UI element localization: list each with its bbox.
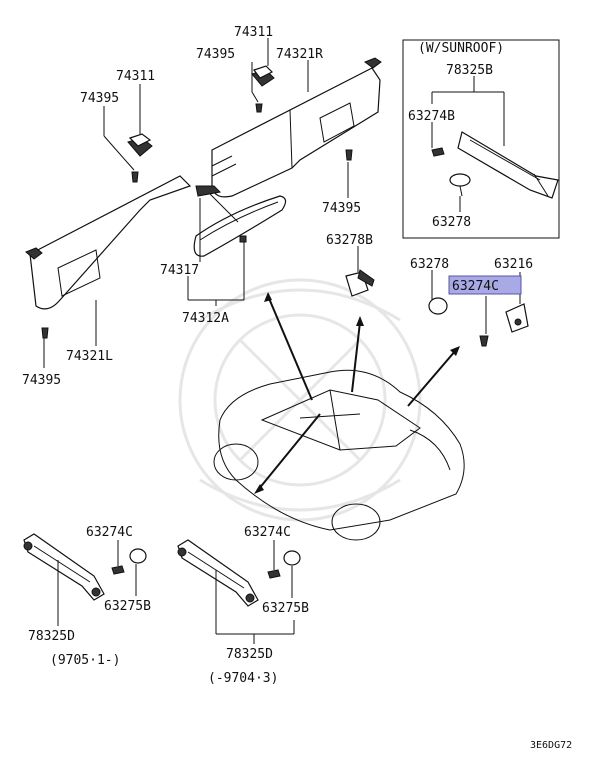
assist-grip-lower-left — [23, 533, 105, 601]
sun-visor-left — [25, 175, 192, 310]
label-74395-right: 74395 — [322, 201, 361, 216]
label-74395-bottom: 74395 — [22, 373, 61, 388]
screw-left-bottom — [41, 327, 49, 339]
label-63274b: 63274B — [408, 109, 455, 124]
label-63278: 63278 — [410, 257, 449, 272]
screw-upper — [255, 103, 263, 113]
screw-left-visor — [131, 171, 139, 183]
label-date-left: (9705·1-) — [50, 653, 120, 668]
cap-lower-right — [283, 550, 301, 566]
label-63274c-right: 63274C — [244, 525, 291, 540]
cap-sunroof — [449, 173, 471, 197]
label-74311-left: 74311 — [116, 69, 155, 84]
label-78325d-left: 78325D — [28, 629, 75, 644]
screw-sunroof — [431, 147, 445, 157]
label-63275b-right: 63275B — [262, 601, 309, 616]
lamp-lens — [345, 269, 375, 297]
pointer-arrows — [254, 292, 460, 494]
label-63274c-highlighted: 63274C — [452, 279, 499, 294]
label-74317: 74317 — [160, 263, 199, 278]
label-63216: 63216 — [494, 257, 533, 272]
screw-lower-right — [267, 569, 281, 579]
label-63278b: 63278B — [326, 233, 373, 248]
diagram-code: 3E6DG72 — [530, 740, 572, 751]
label-74321r: 74321R — [276, 47, 323, 62]
label-74321l: 74321L — [66, 349, 113, 364]
label-63274c-left: 63274C — [86, 525, 133, 540]
leader-lines — [43, 38, 521, 644]
watermark-emblem — [178, 278, 422, 522]
label-74312a: 74312A — [182, 311, 229, 326]
screw-right — [345, 149, 353, 161]
label-sunroof: (W/SUNROOF) — [418, 41, 504, 56]
label-74395-upper: 74395 — [196, 47, 235, 62]
assist-grip-sunroof — [457, 131, 559, 199]
label-63278-box: 63278 — [432, 215, 471, 230]
assist-grip-lower-right — [177, 539, 259, 607]
label-78325d-right: 78325D — [226, 647, 273, 662]
screw-63274c — [479, 335, 489, 347]
rear-view-mirror — [193, 185, 287, 257]
car-outline — [213, 369, 465, 541]
label-78325b: 78325B — [446, 63, 493, 78]
cap-lower-left — [129, 548, 147, 564]
highlight-box — [448, 275, 522, 295]
label-date-right: (-9704·3) — [208, 671, 278, 686]
cap-63278 — [428, 297, 448, 315]
visor-clip-left — [127, 133, 153, 157]
visor-clip-upper — [251, 65, 275, 87]
sun-visor-right — [211, 57, 382, 198]
sunroof-group-box — [402, 39, 560, 239]
label-74311-upper: 74311 — [234, 25, 273, 40]
screw-lower-left — [111, 565, 125, 575]
hook-63216 — [505, 303, 529, 333]
part-labels: 74311 74395 74311 74395 74321R 74395 743… — [22, 25, 572, 751]
label-74395-left: 74395 — [80, 91, 119, 106]
label-63275b-left: 63275B — [104, 599, 151, 614]
